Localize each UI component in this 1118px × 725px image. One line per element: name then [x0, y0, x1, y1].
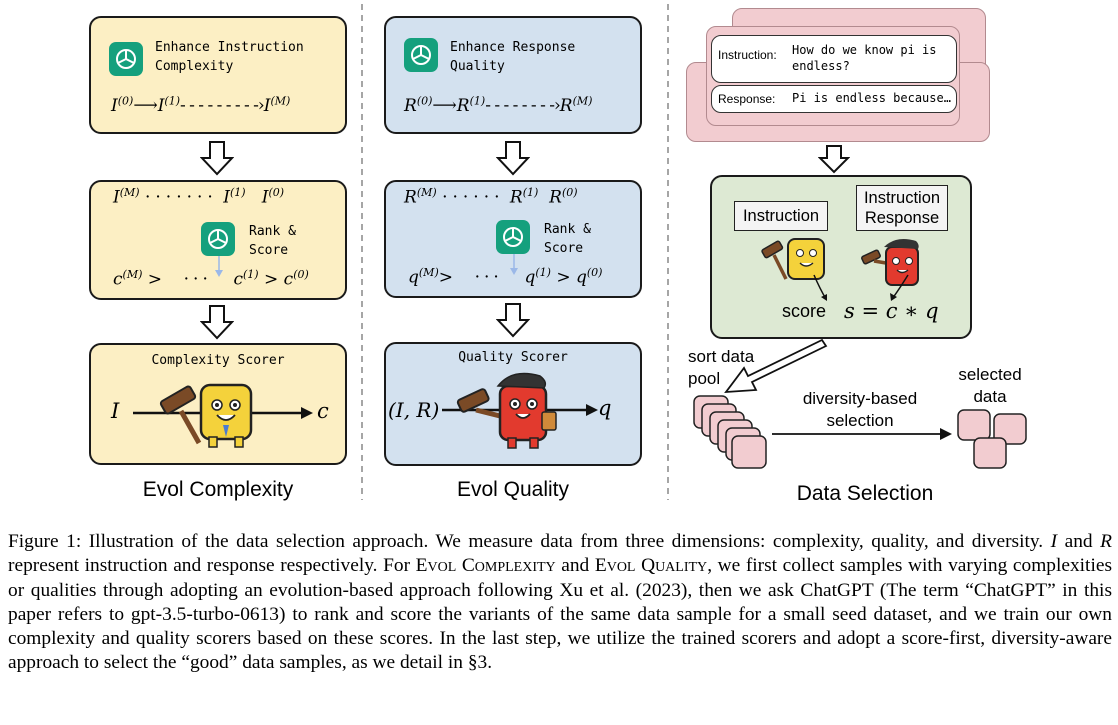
response-text: Pi is endless because…	[792, 91, 951, 105]
selected-label-line: selected	[958, 365, 1022, 384]
input-symbol: (I, R)	[388, 398, 440, 422]
chatgpt-logo-icon	[109, 42, 143, 76]
caption-evol-complexity: Evol Complexity	[415, 555, 556, 577]
score-word: score	[782, 301, 827, 321]
down-arrow-icon	[200, 305, 234, 340]
quality-rank-panel: R(M) ······ R(1) R(0) Rank & Score q(M)>…	[384, 180, 642, 298]
rank-label: Score	[249, 243, 289, 258]
output-symbol: c	[317, 399, 329, 423]
score-arrows	[813, 274, 909, 301]
instruction-label: Instruction	[734, 201, 828, 231]
chatgpt-logo-icon	[201, 222, 235, 256]
quality-title: Evol Quality	[456, 478, 570, 501]
sort-label-line: sort data	[688, 347, 755, 366]
figure-caption: Figure 1: Illustration of the data selec…	[8, 530, 1112, 676]
score-panel: Instruction Instruction Response score s…	[710, 175, 972, 339]
instruction-response-line: Instruction	[863, 189, 941, 207]
diagonal-arrow-icon	[724, 338, 828, 394]
diversity-label-line: diversity-based	[802, 389, 918, 408]
instruction-sample: Instruction: How do we know pi is endles…	[711, 35, 957, 83]
gavel-mascot-yellow-icon	[761, 238, 825, 280]
down-arrow-icon	[200, 141, 234, 176]
selected-label: selected data	[950, 364, 1030, 408]
caption-lead: Figure 1: Illustration of the data selec…	[8, 531, 1044, 552]
sort-label: sort data pool	[688, 346, 754, 390]
data-sample-card: Instruction: How do we know pi is endles…	[706, 26, 960, 126]
complexity-scores: c(M) > ··· c(1) > c(0)	[113, 268, 309, 290]
instruction-text: endless?	[792, 59, 850, 73]
selected-label-line: data	[973, 387, 1007, 406]
instruction-text: How do we know pi is	[792, 43, 937, 57]
gavel-mascot-red-icon	[442, 372, 598, 449]
down-arrow-icon	[496, 303, 530, 338]
rank-label: Score	[544, 241, 584, 256]
gavel-mascot-red-icon	[861, 239, 919, 286]
sort-label-line: pool	[688, 369, 721, 388]
scorer-label: Complexity Scorer	[151, 353, 285, 368]
input-symbol: I	[111, 399, 120, 423]
quality-enhance-panel: Enhance Response Quality R(0)⟶R(1)- - - …	[384, 16, 642, 134]
down-arrow-icon	[818, 145, 850, 174]
scorer-label: Quality Scorer	[458, 350, 568, 365]
response-prefix: Response:	[718, 92, 776, 106]
complexity-title: Evol Complexity	[142, 478, 294, 501]
right-arrow-icon	[772, 428, 952, 440]
rank-label: Rank &	[544, 222, 591, 237]
chatgpt-logo-icon	[404, 38, 438, 72]
caption-symbol-i: I	[1050, 531, 1058, 552]
caption-text: and	[1057, 531, 1101, 552]
enhance-label: Quality	[450, 59, 505, 74]
caption-text: represent instruction and response respe…	[8, 555, 416, 577]
instruction-response-label: Instruction Response	[856, 185, 948, 231]
complexity-rank-panel: I(M) ······· I(1) I(0) Rank & Score c(M)…	[89, 180, 347, 300]
complexity-scorer-panel: Complexity Scorer I c	[89, 343, 347, 465]
instruction-evolution-chain: I(0)⟶I(1)- - - - - - - - -›I(M)	[111, 94, 291, 116]
enhance-label: Enhance Response	[450, 40, 576, 55]
enhance-label: Enhance Instruction	[155, 40, 304, 55]
selection-title: Data Selection	[796, 482, 934, 505]
output-symbol: q	[598, 396, 612, 420]
enhance-label: Complexity	[155, 59, 234, 74]
quality-scores: q(M)> ··· q(1) > q(0)	[408, 266, 603, 288]
caption-text: and	[555, 555, 595, 577]
score-formula: s = c ∗ q	[844, 299, 939, 323]
separators	[361, 4, 669, 500]
instruction-response-line: Response	[864, 209, 940, 227]
ranked-instructions: I(M) ······· I(1) I(0)	[113, 186, 285, 208]
gavel-mascot-yellow-icon	[133, 383, 313, 448]
quality-scorer-panel: Quality Scorer (I, R) q	[384, 342, 642, 466]
caption-symbol-r: R	[1100, 531, 1112, 552]
caption-rest: , we first collect samples with varying …	[8, 555, 1112, 674]
chatgpt-logo-icon	[496, 220, 530, 254]
response-sample: Response: Pi is endless because…	[711, 85, 957, 113]
down-arrow-icon	[496, 141, 530, 176]
selected-data-icon	[957, 409, 1027, 469]
response-evolution-chain: R(0)⟶R(1)- - - - - - - -›R(M)	[404, 94, 593, 116]
data-stack-icon	[693, 395, 767, 469]
instruction-prefix: Instruction:	[718, 48, 777, 62]
complexity-enhance-panel: Enhance Instruction Complexity I(0)⟶I(1)…	[89, 16, 347, 134]
diversity-label-line: selection	[826, 411, 894, 430]
ranked-responses: R(M) ······ R(1) R(0)	[404, 186, 578, 208]
caption-evol-quality: Evol Quality	[594, 555, 708, 577]
rank-label: Rank &	[249, 224, 296, 239]
diversity-label: diversity-based selection	[776, 388, 944, 432]
